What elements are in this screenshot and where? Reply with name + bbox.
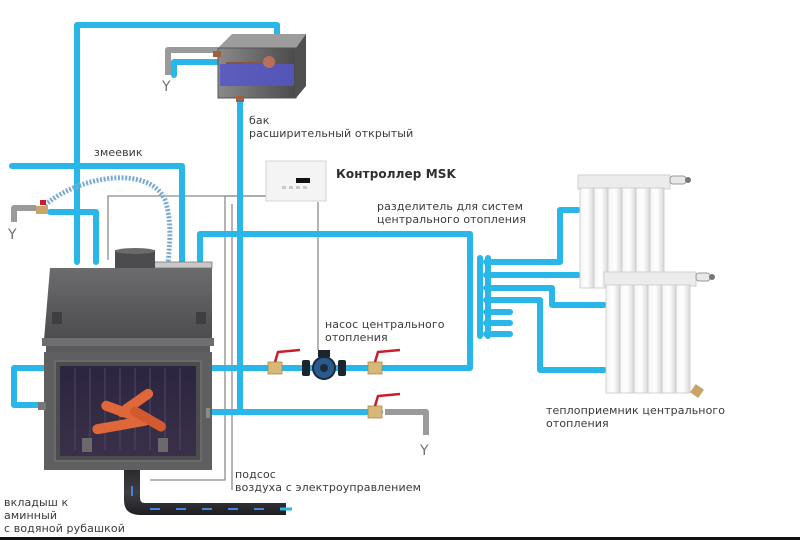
radiator-lower-top <box>603 271 697 287</box>
drain-pipe-coil <box>11 205 36 222</box>
fireplace-hood <box>44 268 212 340</box>
label-controller: Контроллер MSK <box>336 167 456 181</box>
pump-flange-left <box>302 360 310 376</box>
label-insert-line2: аминный <box>4 509 58 522</box>
radiator-lower-bottom-valve[interactable] <box>690 384 704 398</box>
control-wires <box>107 195 319 490</box>
label-insert: вкладыш к аминный с водяной рубашкой <box>4 496 125 535</box>
label-manifold: разделитель для систем центрального отоп… <box>377 200 526 226</box>
fireplace-door-handle <box>206 408 210 418</box>
tank-inlet-fitting <box>213 51 221 57</box>
label-radiator: теплоприемник центрального отопления <box>546 404 725 430</box>
air-duct-elbow <box>124 470 286 515</box>
drain-symbol-bottom: Y <box>420 443 429 459</box>
pipe-coil-branch <box>47 209 99 265</box>
wire-controller-left <box>107 195 270 260</box>
drain-symbol-tank: Y <box>162 79 171 95</box>
pump-flange-right <box>338 360 346 376</box>
label-pump-line2: отопления <box>325 331 388 344</box>
pump-terminal-box <box>318 350 330 357</box>
label-pump: насос центрального отопления <box>325 318 445 344</box>
drain-symbol-coil: Y <box>8 227 17 243</box>
label-tank: бак расширительный открытый <box>249 114 413 140</box>
tank-outlet-fitting <box>236 96 244 102</box>
label-air-intake-line1: подсос <box>235 468 276 481</box>
jacket-left-fitting <box>38 402 46 410</box>
pipes <box>9 22 607 415</box>
valve-pump-left[interactable] <box>267 348 301 375</box>
valve-drain[interactable] <box>367 392 401 419</box>
expansion-tank <box>213 34 306 102</box>
radiator-upper-top <box>577 174 671 190</box>
label-pump-line1: насос центрального <box>325 318 445 331</box>
radiator-lower <box>603 271 715 398</box>
hood-ledge-2 <box>46 346 210 352</box>
hood-vent-left <box>52 312 62 324</box>
flue-collar-top <box>115 248 155 254</box>
coil-valve-handle <box>40 200 46 205</box>
fireplace-top-rail <box>149 261 213 269</box>
fireplace-insert <box>38 248 214 470</box>
hood-ledge <box>42 338 214 346</box>
tank-water <box>220 64 294 86</box>
tank-float-ball <box>263 56 275 68</box>
label-manifold-line2: центрального отопления <box>377 213 527 226</box>
bottom-border <box>0 537 800 540</box>
controller-display <box>296 178 310 183</box>
controller-msk <box>265 160 327 202</box>
radiator-upper-sections <box>579 187 665 289</box>
wire-controller-fireplace <box>150 195 270 481</box>
coil-spring <box>36 175 173 263</box>
pipe-rad1-supply <box>483 207 581 265</box>
radiator-upper-valve[interactable] <box>669 175 687 185</box>
pipe-tank-overflow <box>171 59 221 78</box>
label-air-intake-line2: воздуха с электроуправлением <box>235 481 421 494</box>
tank-side <box>296 34 306 98</box>
label-radiator-line2: отопления <box>546 417 609 430</box>
drain-pipe-bottom <box>385 409 429 435</box>
radiator-lower-sections <box>605 284 691 394</box>
valve-pump-right[interactable] <box>367 348 401 375</box>
flue-collar <box>115 250 155 268</box>
firewood-logs <box>92 388 166 435</box>
air-flow-arrows <box>131 486 292 511</box>
hood-vent-right <box>196 312 206 324</box>
radiator-lower-valve[interactable] <box>695 272 711 282</box>
label-manifold-line1: разделитель для систем <box>377 200 523 213</box>
pipe-rad2-return <box>483 297 607 373</box>
label-insert-line1: вкладыш к <box>4 496 69 509</box>
label-tank-line1: бак <box>249 114 270 127</box>
tank-top-face <box>218 34 306 48</box>
label-coil: змеевик <box>94 146 143 159</box>
pipe-rad2-supply <box>483 285 607 308</box>
pump-motor-center <box>320 364 328 372</box>
drain-pipes <box>11 47 429 435</box>
radiator-lower-valve-cap <box>709 274 715 280</box>
drain-pipe-tank <box>165 47 218 75</box>
circulation-pump <box>302 350 346 380</box>
coil-valve-body <box>36 206 48 214</box>
label-radiator-line1: теплоприемник центрального <box>546 404 726 417</box>
pipe-coil-cold-in <box>9 163 185 265</box>
radiator-upper <box>577 174 691 289</box>
label-insert-line3: с водяной рубашкой <box>4 522 125 535</box>
radiator-upper-valve-cap <box>685 177 691 183</box>
pipe-jacket-left <box>11 365 47 408</box>
label-tank-line2: расширительный открытый <box>249 127 414 140</box>
label-air-intake: подсос воздуха с электроуправлением <box>235 468 421 494</box>
pipe-tank-supply <box>74 22 280 265</box>
coil-path-shadow <box>44 177 171 263</box>
fire-grate-left <box>82 438 92 452</box>
fire-grate-right <box>158 438 168 452</box>
air-intake-duct <box>124 470 292 515</box>
controller-buttons <box>282 186 307 189</box>
